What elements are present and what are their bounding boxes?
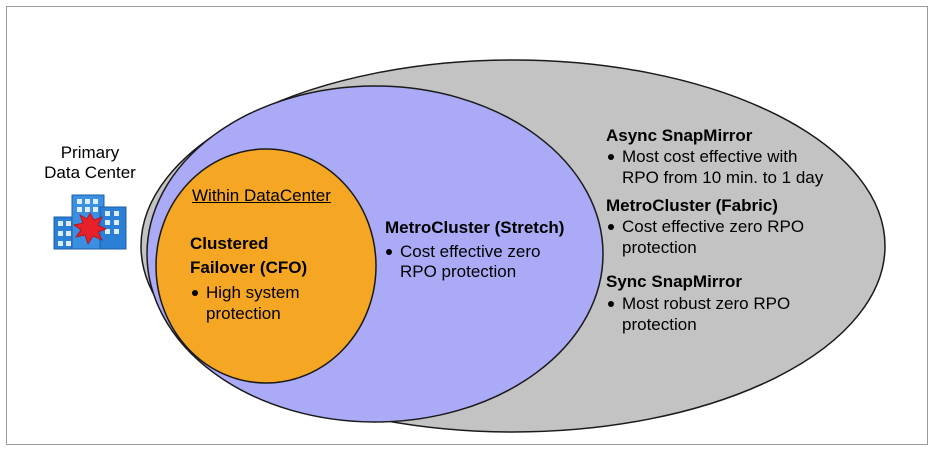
bullet-dot: [608, 154, 614, 160]
cfo-bullet-line2: protection: [206, 304, 281, 323]
stretch-bullet-line1: Cost effective zero: [400, 242, 541, 261]
sync-snapmirror-title: Sync SnapMirror: [606, 272, 743, 291]
primary-label: Primary Data Center: [30, 143, 150, 183]
async-bullet-line2: RPO from 10 min. to 1 day: [622, 168, 824, 187]
bullet-dot: [608, 224, 614, 230]
cfo-bullet-line1: High system: [206, 283, 300, 302]
cfo-bullet: High system: [192, 283, 342, 327]
bullet-dot: [192, 290, 198, 296]
building-icon: [53, 194, 127, 250]
fabric-bullet: Cost effective zero RPO: [608, 217, 868, 239]
within-datacenter-heading: Within DataCenter: [192, 186, 331, 205]
async-bullet-line1: Most cost effective with: [622, 147, 798, 166]
sync-bullet-line2: protection: [622, 315, 697, 334]
sync-bullet-line1: Most robust zero RPO: [622, 294, 791, 313]
bullet-dot: [608, 301, 614, 307]
cfo-title-line2: Failover (CFO): [190, 258, 308, 277]
async-snapmirror-title: Async SnapMirror: [606, 126, 753, 145]
primary-label-line1: Primary: [60, 143, 120, 162]
bullet-dot: [386, 249, 392, 255]
diagram-frame: [6, 6, 928, 445]
async-bullet: Most cost effective with: [608, 147, 868, 169]
metrocluster-fabric-title: MetroCluster (Fabric): [606, 196, 778, 215]
stretch-bullet: Cost effective zero: [386, 242, 586, 264]
stretch-bullet-line2: RPO protection: [400, 262, 517, 281]
inner-ellipse: [155, 148, 377, 384]
fabric-bullet-line2: protection: [622, 238, 697, 257]
primary-label-line2: Data Center: [44, 163, 136, 182]
fabric-bullet-line1: Cost effective zero RPO: [622, 217, 805, 236]
metrocluster-stretch-title: MetroCluster (Stretch): [385, 218, 565, 237]
sync-bullet: Most robust zero RPO: [608, 294, 868, 316]
cfo-title-line1: Clustered: [190, 234, 269, 253]
